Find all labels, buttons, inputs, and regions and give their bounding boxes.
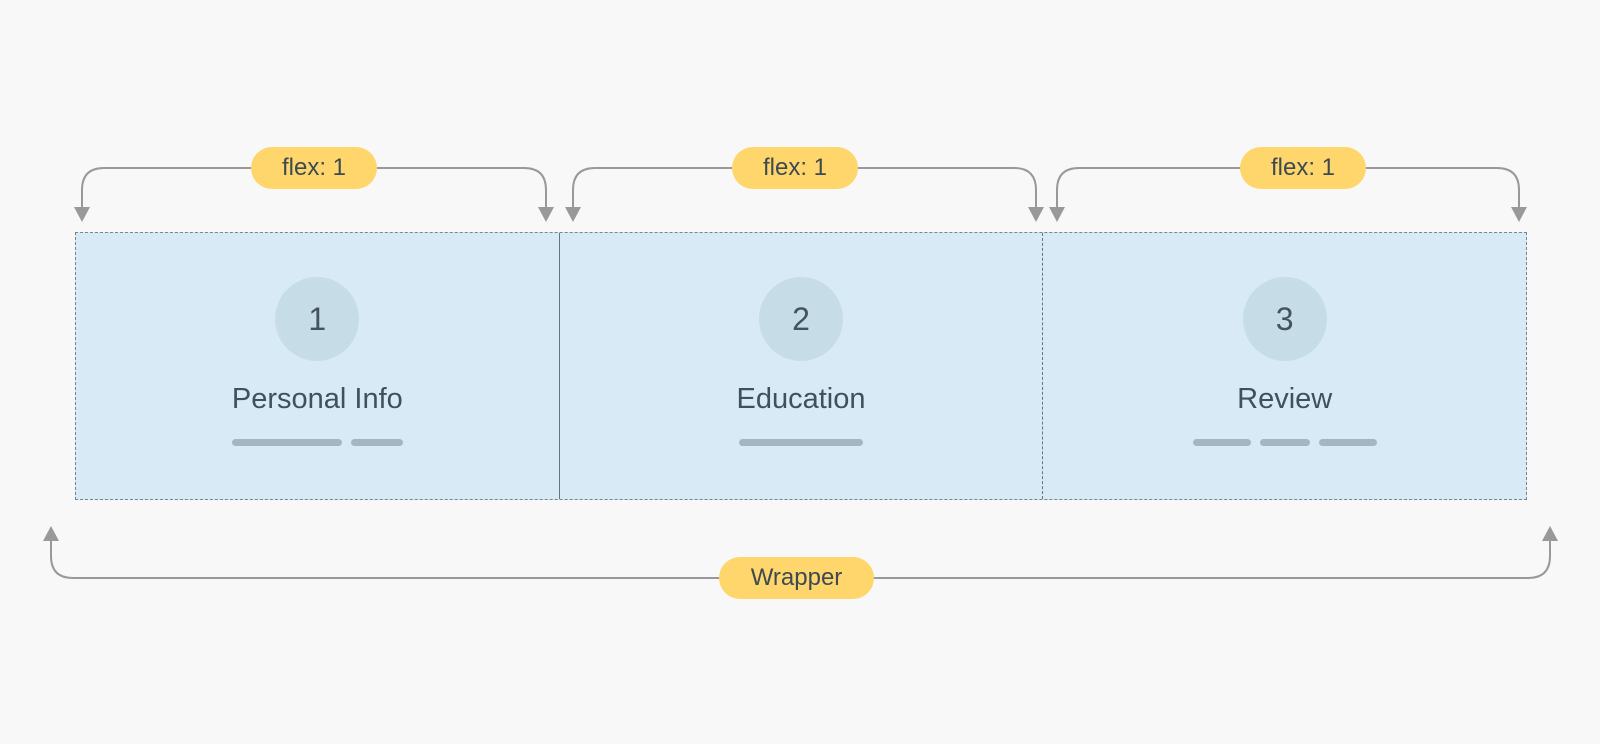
flex-tag-3: flex: 1: [1240, 147, 1366, 189]
step-number-badge: 2: [759, 277, 843, 361]
flex-tag-2: flex: 1: [732, 147, 858, 189]
step-education: 2 Education: [558, 233, 1043, 499]
step-label: Review: [1237, 383, 1333, 415]
arrow-up-icon: [1542, 526, 1558, 541]
arrow-down-icon: [1049, 207, 1065, 222]
arrow-up-icon: [43, 526, 59, 541]
step-review: 3 Review: [1042, 233, 1526, 499]
wrapper-container: 1 Personal Info 2 Education 3 Review: [75, 232, 1527, 500]
placeholder-text-bars: [231, 439, 403, 446]
placeholder-text-bars: [739, 439, 863, 446]
step-number-badge: 1: [275, 277, 360, 361]
arrow-down-icon: [74, 207, 90, 222]
placeholder-text-bars: [1192, 439, 1377, 446]
wrapper-tag: Wrapper: [719, 557, 874, 599]
arrow-down-icon: [1511, 207, 1527, 222]
placeholder-bar: [231, 439, 342, 446]
arrow-down-icon: [1028, 207, 1044, 222]
step-label: Education: [736, 383, 866, 415]
step-number-badge: 3: [1242, 277, 1327, 361]
placeholder-bar: [739, 439, 863, 446]
arrow-down-icon: [538, 207, 554, 222]
placeholder-bar: [1259, 439, 1310, 446]
placeholder-bar: [1192, 439, 1251, 446]
placeholder-bar: [350, 439, 403, 446]
flex-tag-1: flex: 1: [251, 147, 377, 189]
arrow-down-icon: [565, 207, 581, 222]
placeholder-bar: [1318, 439, 1377, 446]
step-personal-info: 1 Personal Info: [76, 233, 559, 499]
step-label: Personal Info: [231, 383, 403, 415]
